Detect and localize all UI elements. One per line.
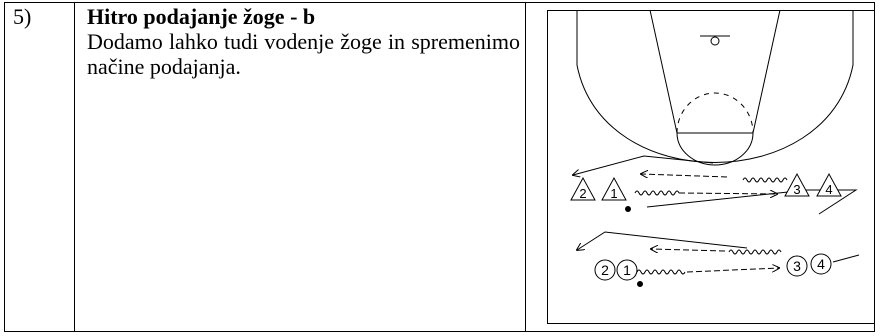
ball-top <box>625 206 631 212</box>
drill-number-cell: 5) <box>4 2 75 332</box>
svg-text:4: 4 <box>825 182 832 197</box>
three-point-line <box>576 10 854 163</box>
court-border <box>547 10 875 324</box>
dribble-bottom-forward <box>636 269 686 275</box>
svg-text:3: 3 <box>793 182 800 197</box>
run-path-bottom <box>577 231 748 250</box>
drill-row: 5) Hitro podajanje žoge - b Dodamo lahko… <box>4 2 875 332</box>
svg-text:4: 4 <box>817 256 825 272</box>
pass-top-back <box>641 174 728 177</box>
free-throw-circle-bottom <box>676 132 754 166</box>
drill-text-cell: Hitro podajanje žoge - b Dodamo lahko tu… <box>74 2 526 332</box>
player-bottom-2: 2 <box>594 259 616 281</box>
dribble-bottom-back <box>728 249 782 255</box>
dribble-top-forward <box>634 190 680 196</box>
ball-bottom <box>637 281 643 287</box>
run-path-bottom-right <box>832 254 860 263</box>
drill-description: Dodamo lahko tudi vodenje žoge in spreme… <box>87 29 520 79</box>
player-top-1: 1 <box>601 176 627 201</box>
player-top-4: 4 <box>816 172 842 197</box>
player-top-2: 2 <box>570 176 596 201</box>
drill-table: 5) Hitro podajanje žoge - b Dodamo lahko… <box>4 2 875 332</box>
basket <box>710 36 720 46</box>
svg-text:2: 2 <box>579 186 586 201</box>
pass-top-forward <box>678 193 777 194</box>
svg-text:1: 1 <box>623 262 631 278</box>
svg-text:1: 1 <box>610 186 617 201</box>
pass-bottom-back <box>651 249 726 251</box>
court-diagram: 2 1 3 4 2 <box>547 10 875 324</box>
player-bottom-4: 4 <box>810 253 832 275</box>
free-throw-circle-top <box>676 92 754 134</box>
drill-number: 5) <box>13 4 32 29</box>
dribble-top-back <box>742 177 788 183</box>
player-bottom-3: 3 <box>786 255 808 277</box>
player-bottom-1: 1 <box>616 259 638 281</box>
svg-text:2: 2 <box>601 262 609 278</box>
player-top-3: 3 <box>784 172 810 197</box>
drill-title: Hitro podajanje žoge - b <box>87 4 316 29</box>
svg-text:3: 3 <box>793 258 801 274</box>
drill-figure-cell <box>525 2 875 332</box>
run-path-top <box>573 155 714 175</box>
free-throw-lane <box>649 10 781 134</box>
pass-bottom-forward <box>686 268 779 273</box>
